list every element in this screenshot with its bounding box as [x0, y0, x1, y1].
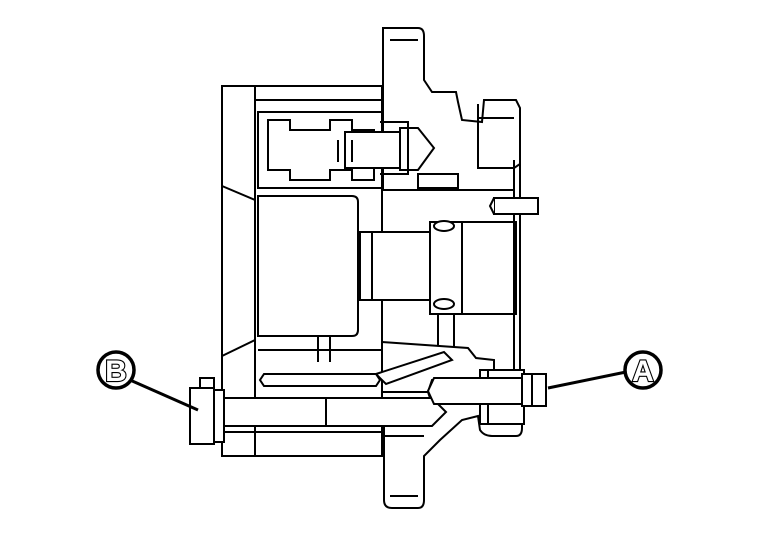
- bolt-b: [189, 377, 448, 445]
- valve-spool: [257, 111, 459, 189]
- callout-a-label: A: [632, 355, 654, 388]
- bolt-a: [426, 373, 547, 407]
- callout-a: A: [547, 350, 663, 390]
- callout-b-label: B: [105, 355, 127, 388]
- rotor-chamber: [257, 195, 517, 348]
- side-plate: [488, 160, 539, 392]
- callout-b: B: [96, 350, 199, 412]
